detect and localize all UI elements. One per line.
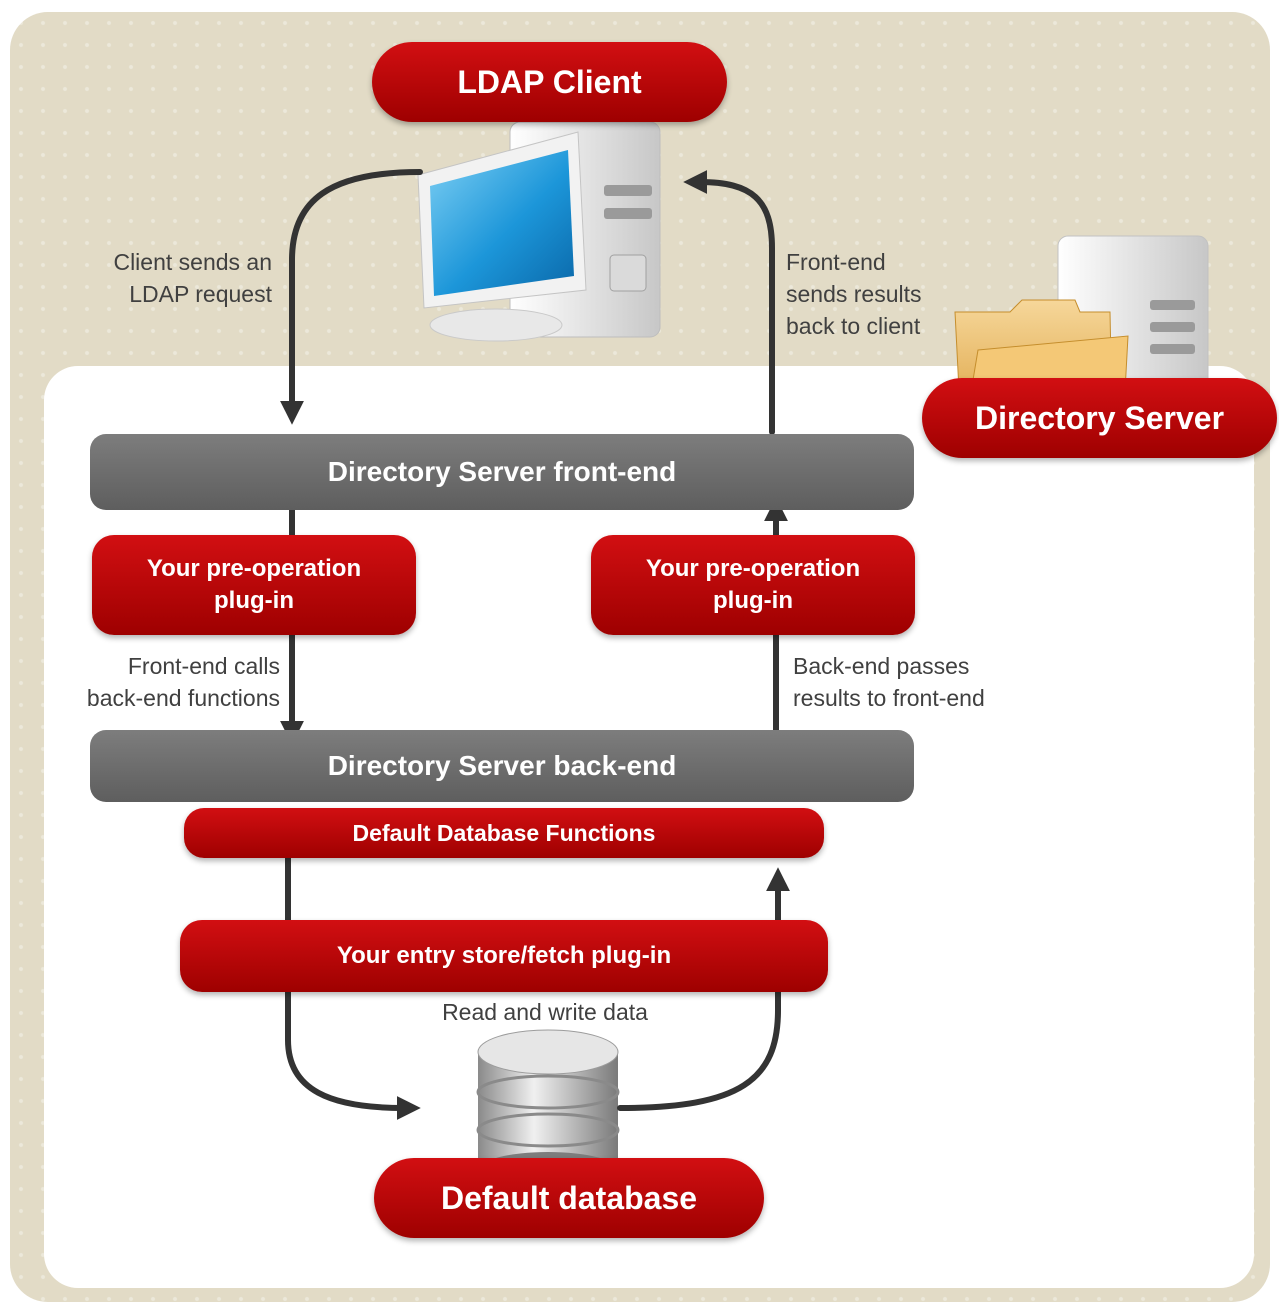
front-end-calls-note-line2: back-end functions bbox=[86, 685, 280, 711]
front-end-calls-note: Front-end calls back-end functions bbox=[40, 650, 280, 714]
directory-server-label: Directory Server bbox=[922, 378, 1277, 458]
front-end-calls-note-line1: Front-end calls bbox=[127, 653, 280, 679]
entry-store-fetch-plugin-bar: Your entry store/fetch plug-in bbox=[180, 920, 828, 992]
client-request-note-line2: LDAP request bbox=[129, 281, 272, 307]
back-end-passes-note-line2: results to front-end bbox=[793, 685, 985, 711]
arrow-icon bbox=[617, 867, 790, 1111]
front-end-bar: Directory Server front-end bbox=[90, 434, 914, 510]
ldap-client-label: LDAP Client bbox=[372, 42, 727, 122]
pre-operation-plugin-left-line1: Your pre-operation bbox=[146, 555, 362, 582]
back-end-passes-note: Back-end passes results to front-end bbox=[793, 650, 1033, 714]
front-end-results-note-line2: sends results bbox=[786, 281, 922, 307]
computer-icon bbox=[417, 121, 661, 342]
default-database-functions-bar: Default Database Functions bbox=[184, 808, 824, 858]
client-request-note: Client sends an LDAP request bbox=[60, 246, 272, 310]
arrow-icon bbox=[683, 170, 775, 435]
front-end-results-note: Front-end sends results back to client bbox=[786, 246, 986, 342]
client-request-note-line1: Client sends an bbox=[113, 249, 272, 275]
front-end-results-note-line1: Front-end bbox=[786, 249, 886, 275]
read-write-note: Read and write data bbox=[442, 999, 648, 1025]
back-end-passes-note-line1: Back-end passes bbox=[793, 653, 970, 679]
pre-operation-plugin-left: Your pre-operation plug-in bbox=[92, 535, 416, 635]
arrow-icon bbox=[285, 853, 421, 1120]
pre-operation-plugin-right-line1: Your pre-operation bbox=[645, 555, 861, 582]
pre-operation-plugin-left-line2: plug-in bbox=[214, 587, 294, 614]
default-database-label: Default database bbox=[374, 1158, 764, 1238]
front-end-results-note-line3: back to client bbox=[786, 313, 921, 339]
pre-operation-plugin-right-line2: plug-in bbox=[713, 587, 793, 614]
arrow-icon bbox=[280, 169, 423, 425]
pre-operation-plugin-right: Your pre-operation plug-in bbox=[591, 535, 915, 635]
database-icon bbox=[476, 1029, 620, 1188]
back-end-bar: Directory Server back-end bbox=[90, 730, 914, 802]
